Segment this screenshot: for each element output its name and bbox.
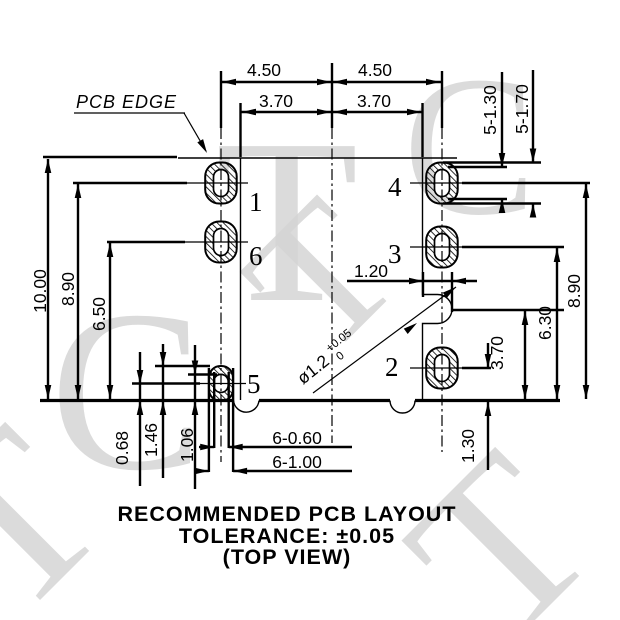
dim-height-hole: 3.70 (487, 336, 507, 370)
dim-half-pitch-right: 4.50 (358, 60, 392, 80)
dim-height-row1: 8.90 (58, 272, 78, 306)
centerlines (220, 128, 443, 462)
dim-half-body-left: 3.70 (259, 91, 293, 111)
pad-5-number: 5 (247, 369, 261, 399)
note-title: RECOMMENDED PCB LAYOUT (118, 502, 457, 526)
pad-1-number: 1 (249, 187, 263, 217)
dim-pad5-height: 1.46 (141, 423, 161, 457)
dimension-texts: 4.50 4.50 3.70 3.70 10.00 8.90 6.50 5-1.… (30, 60, 584, 472)
dim-half-body-right: 3.70 (357, 91, 391, 111)
dim-height-pad2: 1.30 (458, 429, 478, 463)
dim-height-row6: 6.50 (89, 297, 109, 331)
dim-height-pad3: 6.30 (535, 306, 555, 340)
watermark-letter: T (215, 91, 359, 351)
pad-numbers: 1 6 5 4 3 2 (247, 172, 402, 399)
notes: RECOMMENDED PCB LAYOUT TOLERANCE: ±0.05 … (118, 502, 457, 569)
watermark-letter: C (50, 263, 203, 518)
dim-pad5-center: 0.68 (112, 431, 132, 465)
edge-half-hole-right (389, 400, 416, 414)
dim-pad5-width: 6-1.00 (272, 452, 322, 472)
dim-pads-height: 5-1.70 (512, 84, 532, 134)
edge-half-hole-left (232, 400, 260, 413)
pad-4-number: 4 (388, 172, 402, 202)
pcb-edge-label: PCB EDGE (76, 92, 177, 112)
note-view: (TOP VIEW) (223, 545, 352, 569)
dim-pads-width: 5-1.30 (480, 85, 500, 135)
dim-half-pitch-left: 4.50 (247, 60, 281, 80)
watermark-letter: C (403, 36, 536, 257)
pad-6-number: 6 (249, 241, 263, 271)
dim-height-total: 10.00 (30, 269, 50, 313)
hole-leader-line (312, 286, 457, 394)
pad-2-number: 2 (385, 352, 399, 382)
dim-notch-width: 1.20 (354, 261, 388, 281)
dim-holes-width: 6-0.60 (272, 428, 322, 448)
note-tolerance: TOLERANCE: ±0.05 (179, 524, 395, 548)
extension-lines (43, 63, 590, 472)
pad-3-number: 3 (388, 239, 402, 269)
dim-pad5-hole: 1.06 (177, 428, 197, 462)
dim-height-pad4: 8.90 (564, 274, 584, 308)
